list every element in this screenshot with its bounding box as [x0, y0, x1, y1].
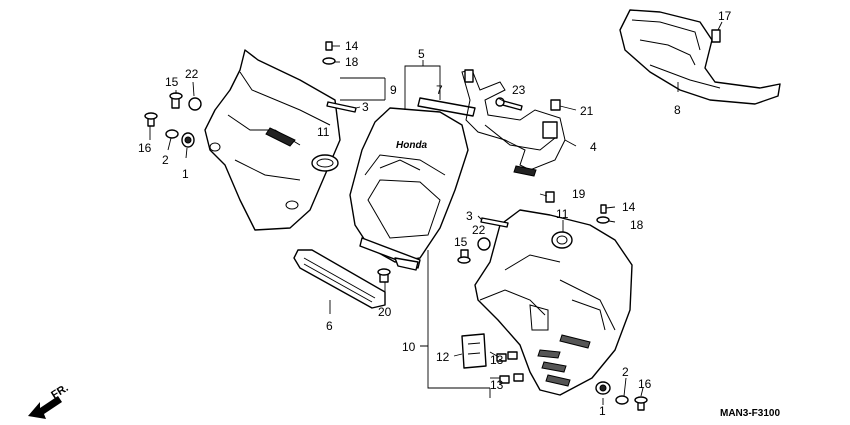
callout-10: 10	[402, 340, 416, 354]
callout-22-left: 22	[185, 67, 199, 81]
callout-8: 8	[674, 103, 681, 117]
clips-13	[496, 351, 524, 384]
leader-lines	[149, 21, 723, 405]
diagram-code: MAN3-F3100	[720, 408, 780, 419]
callout-9: 9	[390, 83, 397, 97]
callout-14-right: 14	[622, 200, 636, 214]
callout-3-top: 3	[362, 100, 369, 114]
lower-garnish	[293, 249, 386, 309]
callout-22-right: 22	[472, 223, 486, 237]
callout-3-right: 3	[466, 209, 473, 223]
svg-text:Honda: Honda	[396, 140, 428, 151]
callout-23: 23	[512, 83, 526, 97]
callout-labels: 14 18 9 3 5 7 15 22 16 2 1 11 23 21 4 17…	[138, 9, 732, 418]
callout-18-top: 18	[345, 55, 359, 69]
upper-inner-cover	[619, 9, 781, 105]
callout-6: 6	[326, 319, 333, 333]
callout-2-right: 2	[622, 365, 629, 379]
callout-2-left: 2	[162, 153, 169, 167]
callout-16-left: 16	[138, 141, 152, 155]
callout-11-right: 11	[556, 207, 569, 221]
bracket-stay	[461, 69, 566, 177]
pin-3-right	[480, 217, 509, 228]
grommet-11-right	[551, 231, 573, 249]
callout-17: 17	[718, 9, 732, 23]
callout-19: 19	[572, 187, 586, 201]
screw-20	[377, 268, 391, 283]
callout-21: 21	[580, 104, 594, 118]
bolt-14-top	[322, 41, 336, 65]
callout-14-top: 14	[345, 39, 359, 53]
setting-plate-12	[461, 333, 487, 369]
right-fasteners	[457, 191, 648, 411]
front-cowl: Honda	[349, 107, 469, 271]
pin-3-left	[326, 101, 357, 113]
front-arrow-icon	[28, 396, 62, 419]
grommet-11-left	[311, 154, 339, 172]
callout-1-right: 1	[599, 404, 606, 418]
callout-7: 7	[436, 83, 443, 97]
callout-18-right: 18	[630, 218, 644, 232]
left-upper-cowl	[204, 49, 341, 231]
callout-4: 4	[590, 140, 597, 154]
front-direction-indicator: FR.	[28, 382, 71, 419]
callout-11-left: 11	[317, 125, 330, 139]
callout-1-left: 1	[182, 167, 189, 181]
callout-20: 20	[378, 305, 392, 319]
front-direction-label: FR.	[49, 382, 70, 402]
bolt-23	[495, 97, 523, 111]
left-fasteners	[144, 92, 202, 148]
garnish-7	[417, 97, 476, 117]
callout-15-right: 15	[454, 235, 468, 249]
right-middle-cowl	[474, 209, 633, 396]
callout-16-right: 16	[638, 377, 652, 391]
callout-5: 5	[418, 47, 425, 61]
callout-13-bottom: 13	[490, 378, 504, 392]
callout-13-top: 13	[490, 353, 504, 367]
callout-12: 12	[436, 350, 450, 364]
callout-15-left: 15	[165, 75, 179, 89]
